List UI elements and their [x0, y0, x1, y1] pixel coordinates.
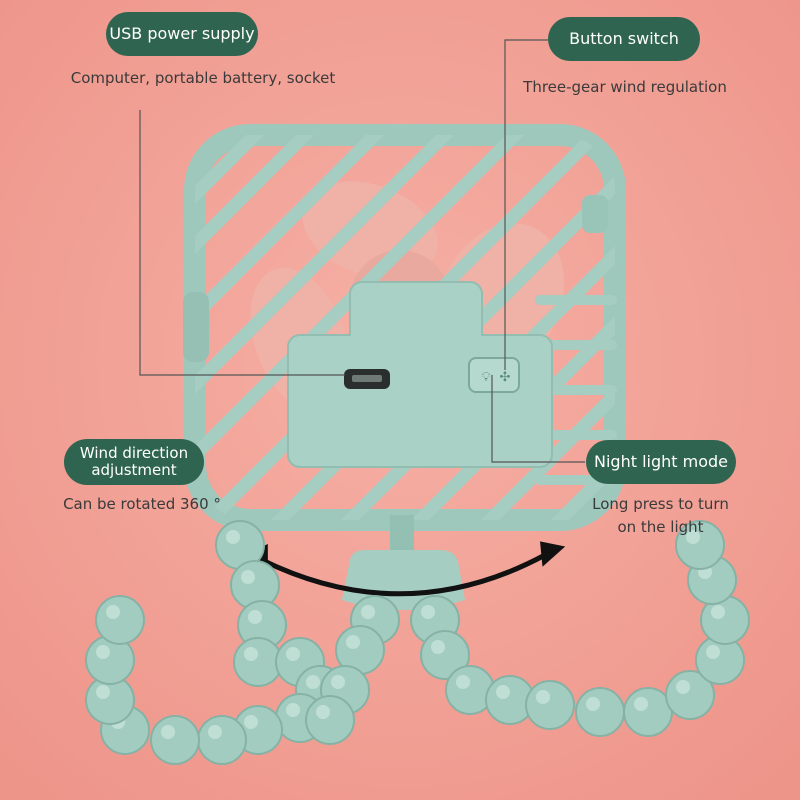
usb-power-caption: Computer, portable battery, socket [70, 69, 336, 87]
leg-bead-highlight [711, 605, 725, 619]
leg-bead-highlight [241, 570, 255, 584]
control-panel: 💡︎ ✣ [287, 281, 553, 468]
leg-bead-highlight [244, 715, 258, 729]
leg-bead-highlight [286, 703, 300, 717]
leg-bead-highlight [331, 675, 345, 689]
leg-bead [233, 637, 283, 687]
switch-button [468, 357, 520, 393]
leg-bead [525, 680, 575, 730]
leg-bead-highlight [244, 647, 258, 661]
leg-bead-highlight [706, 645, 720, 659]
leg-bead [575, 687, 625, 737]
leg-bead-highlight [316, 705, 330, 719]
leg-bead-highlight [106, 605, 120, 619]
leg-bead-highlight [686, 530, 700, 544]
leg-bead-highlight [226, 530, 240, 544]
leg-bead [623, 687, 673, 737]
leg-bead-highlight [496, 685, 510, 699]
night-light-label: Night light mode [586, 440, 736, 484]
leg-bead-highlight [161, 725, 175, 739]
leg-bead [95, 595, 145, 645]
leg-bead-highlight [96, 685, 110, 699]
leg-bead [150, 715, 200, 765]
leader-lines [139, 39, 585, 463]
leg-bead-highlight [96, 645, 110, 659]
leg-bead-highlight [306, 675, 320, 689]
wind-direction-label: Wind direction adjustment [64, 439, 204, 485]
leg-bead-highlight [586, 697, 600, 711]
button-switch-caption: Three-gear wind regulation [523, 78, 727, 96]
leg-bead-highlight [248, 610, 262, 624]
leg-bead-highlight [208, 725, 222, 739]
leg-bead [197, 715, 247, 765]
leg-bead-highlight [346, 635, 360, 649]
wind-direction-caption: Can be rotated 360 ° [63, 495, 221, 513]
fan-icon: ✣ [500, 370, 511, 385]
leg-bead-highlight [634, 697, 648, 711]
tripod-legs [85, 520, 750, 765]
leg-bead-highlight [421, 605, 435, 619]
leg-bead-highlight [536, 690, 550, 704]
bulb-icon: 💡︎ [481, 370, 490, 385]
leg-bead-highlight [676, 680, 690, 694]
leg-bead-highlight [456, 675, 470, 689]
leg-bead-highlight [286, 647, 300, 661]
cage-latch [582, 195, 608, 233]
leg-bead-highlight [431, 640, 445, 654]
night-light-caption: Long press to turn on the light [592, 495, 729, 536]
usb-power-label: USB power supply [106, 12, 258, 56]
leg-bead-highlight [361, 605, 375, 619]
button-switch-label: Button switch [548, 17, 700, 61]
leg-bead [305, 695, 355, 745]
